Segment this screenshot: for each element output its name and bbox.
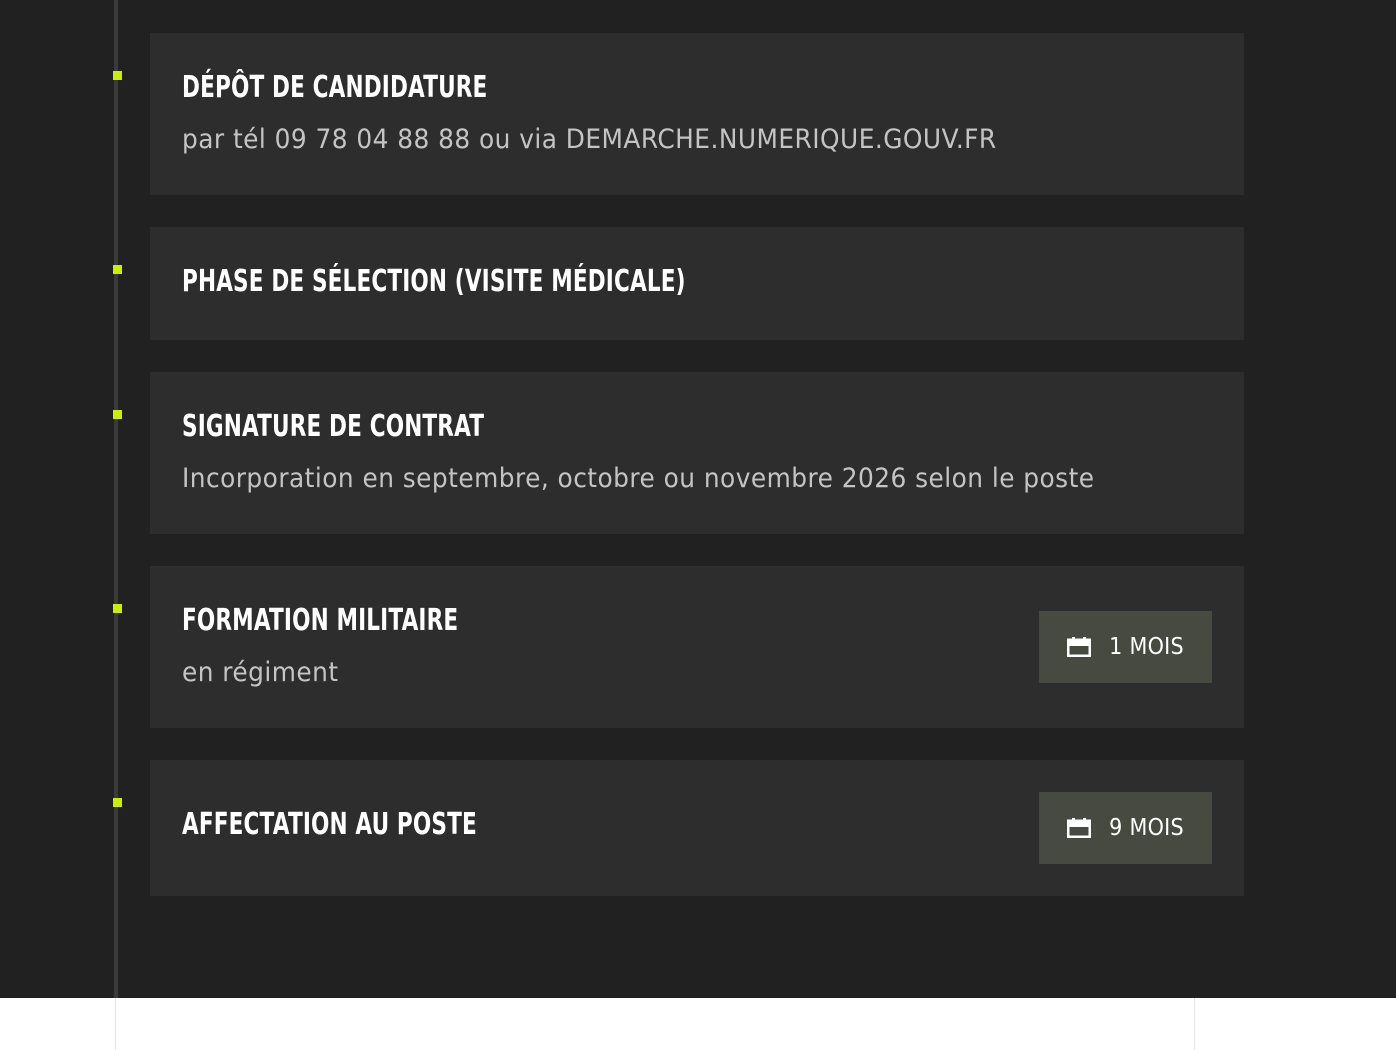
timeline-marker: [113, 410, 122, 419]
step-subtitle: en régiment: [182, 657, 339, 688]
page-footer-area: [0, 998, 1396, 1050]
timeline-step-application: DÉPÔT DE CANDIDATURE par tél 09 78 04 88…: [150, 33, 1244, 195]
timeline-marker: [113, 604, 122, 613]
step-title: AFFECTATION AU POSTE: [182, 807, 477, 842]
duration-badge: 9 MOIS: [1038, 792, 1212, 864]
step-title: PHASE DE SÉLECTION (VISITE MÉDICALE): [182, 264, 686, 299]
timeline-step-selection: PHASE DE SÉLECTION (VISITE MÉDICALE): [150, 227, 1244, 340]
step-title: FORMATION MILITAIRE: [182, 603, 459, 638]
layout-divider: [1194, 998, 1195, 1050]
calendar-icon: [1066, 818, 1091, 838]
layout-divider: [115, 998, 116, 1050]
timeline-step-assignment: AFFECTATION AU POSTE 9 MOIS: [150, 760, 1244, 896]
timeline-step-training: FORMATION MILITAIRE en régiment 1 MOIS: [150, 566, 1244, 728]
timeline-step-contract: SIGNATURE DE CONTRAT Incorporation en se…: [150, 372, 1244, 534]
timeline-line: [114, 0, 118, 998]
timeline-marker: [113, 798, 122, 807]
duration-label: 1 MOIS: [1109, 634, 1184, 660]
timeline-section: DÉPÔT DE CANDIDATURE par tél 09 78 04 88…: [0, 0, 1396, 998]
duration-label: 9 MOIS: [1109, 815, 1184, 841]
step-title: DÉPÔT DE CANDIDATURE: [182, 70, 488, 105]
duration-badge: 1 MOIS: [1038, 611, 1212, 683]
timeline-marker: [113, 71, 122, 80]
calendar-icon: [1066, 637, 1091, 657]
step-title: SIGNATURE DE CONTRAT: [182, 409, 485, 444]
step-subtitle: Incorporation en septembre, octobre ou n…: [182, 463, 1095, 494]
step-subtitle: par tél 09 78 04 88 88 ou via DEMARCHE.N…: [182, 124, 997, 155]
timeline-marker: [113, 265, 122, 274]
